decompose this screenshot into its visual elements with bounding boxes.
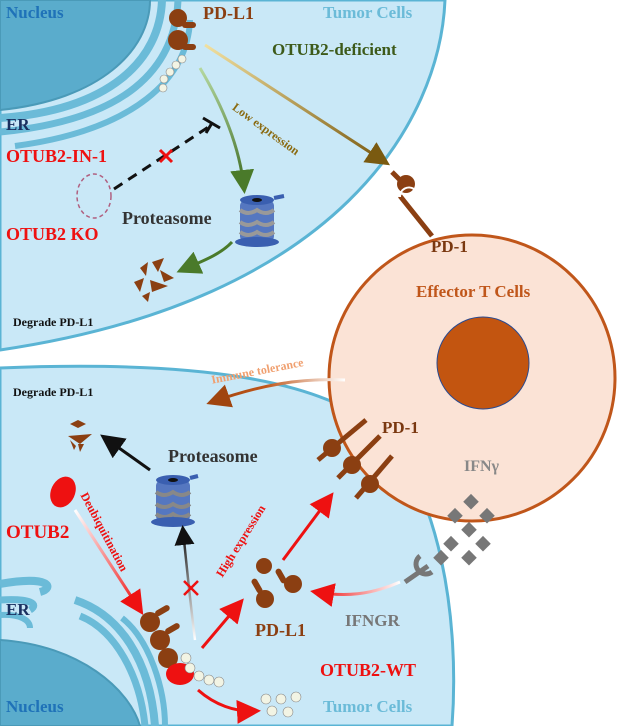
top-pd1-pdl1-binding (390, 170, 434, 238)
blocked-degradation-arrow (174, 525, 197, 641)
top-pd1-label: PD-1 (431, 237, 468, 256)
ubiquitin-release-arrow (197, 688, 261, 724)
ifng-molecules (433, 493, 495, 566)
released-ubiquitins (260, 691, 302, 718)
bottom-nucleus-label: Nucleus (6, 697, 64, 716)
bottom-tumor-cells-label: Tumor Cells (323, 697, 413, 716)
otub2-wt-label: OTUB2-WT (320, 660, 417, 680)
top-proteasome-icon (235, 194, 285, 247)
proteasome-to-degrade-arrow (100, 434, 151, 472)
otub2-label: OTUB2 (6, 522, 70, 543)
deubiquitination-arrow (73, 509, 144, 616)
ubiquitin-chain (180, 652, 225, 688)
bottom-nucleus (0, 576, 168, 726)
bottom-pdl1-label: PD-L1 (255, 620, 306, 640)
otub2-ko-label: OTUB2 KO (6, 224, 99, 244)
ifngr-receptor (403, 554, 434, 585)
inhibition-x-icon (158, 148, 174, 164)
top-tumor-cells-label: Tumor Cells (323, 3, 413, 22)
top-er-label: ER (6, 115, 30, 134)
low-expression-arrow (204, 43, 391, 166)
t-cell-nucleus (436, 316, 530, 410)
ifng-label: IFNγ (464, 458, 500, 475)
ifngr-label: IFNGR (345, 611, 400, 630)
otub2-enzyme-icon (50, 476, 76, 508)
bottom-proteasome-icon (151, 474, 199, 527)
bottom-er-label: ER (6, 600, 30, 619)
bottom-degrade-label: Degrade PD-L1 (13, 385, 94, 399)
top-degraded-pdl1-fragments (134, 258, 174, 302)
bottom-degraded-pdl1-fragments (68, 420, 92, 452)
top-proteasome-label: Proteasome (122, 208, 212, 228)
top-degrade-label: Degrade PD-L1 (13, 315, 94, 329)
top-pdl1-receptor (158, 9, 196, 93)
otub2-in-1-label: OTUB2-IN-1 (6, 146, 108, 166)
top-pdl1-label: PD-L1 (203, 3, 254, 23)
bottom-pd1-pdl1-binding (316, 418, 394, 500)
ifngr-signal-arrow (310, 580, 401, 607)
blocked-x-icon (183, 580, 199, 596)
otub2-deficient-label: OTUB2-deficient (272, 40, 397, 59)
degradation-arrow-top-2 (176, 240, 234, 274)
bottom-pdl1-complex (140, 605, 180, 668)
bottom-pd1-label: PD-1 (382, 418, 419, 437)
free-pdl1-icon (251, 558, 302, 608)
high-expression-arrow-2 (281, 492, 334, 561)
bottom-proteasome-label: Proteasome (168, 446, 258, 466)
inhibition-bar (202, 116, 221, 134)
immune-tolerance-arrow (206, 378, 346, 408)
effector-t-cells-label: Effector T Cells (416, 282, 531, 301)
inhibition-line (113, 124, 211, 191)
degradation-arrow-top-1 (198, 67, 255, 194)
high-expression-arrow-1 (200, 598, 244, 649)
otub2-ko-outline (76, 173, 112, 219)
top-nucleus-label: Nucleus (6, 3, 64, 22)
